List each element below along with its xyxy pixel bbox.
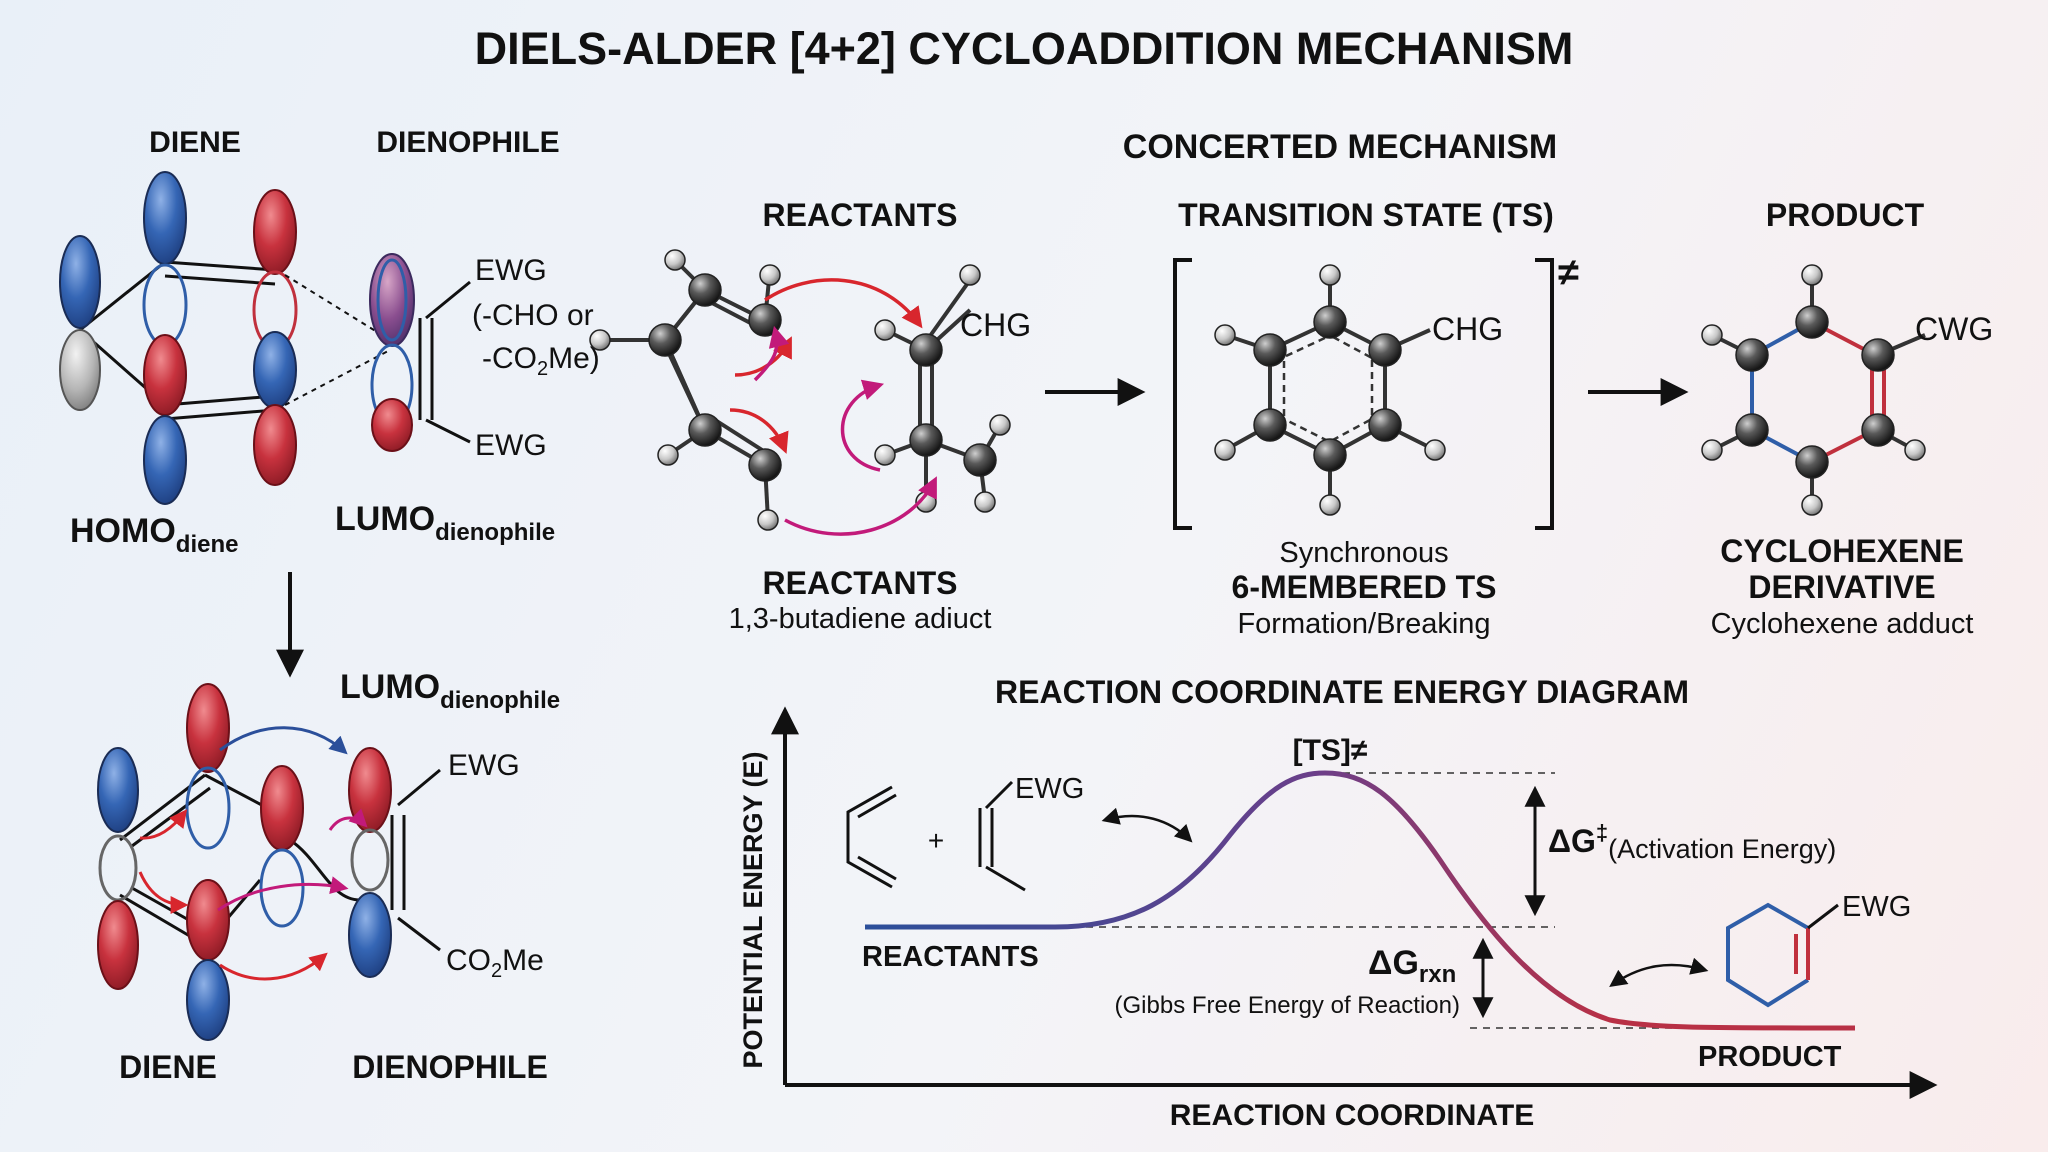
plus-sign: + [928,825,944,856]
orbital-overlap-dashes [284,274,391,406]
lumo-dienophile-orbitals [369,253,415,452]
product-skeletal-structure [1726,902,1839,1008]
bottom-dienophile-label: DIENOPHILE [352,1049,548,1085]
product-energy-label: PRODUCT [1698,1041,1842,1073]
product-caption: Cyclohexene adduct [1711,608,1974,640]
mechanism-heading: CONCERTED MECHANISM [1123,128,1557,166]
product-pointer-arrow [1609,957,1709,988]
bottom-dienophile-frame [390,768,441,952]
bottom-dienophile-orbitals [348,747,392,978]
reactants-heading: REACTANTS [763,197,958,233]
product-ewg-label: EWG [1842,891,1911,923]
ts-double-dagger: ≠ [1558,252,1579,294]
orbital-overlap-panel: LUMOdienophile [97,668,560,1085]
product-caption-bold-1: CYCLOHEXENE [1720,533,1964,569]
ewg-note-line-2: -CO2Me) [482,342,600,380]
ts-chg-label: CHG [1432,311,1503,347]
bottom-ewg-label: EWG [448,749,520,782]
concerted-mechanism: CONCERTED MECHANISM REACTANTS TRANSITION… [589,128,1993,640]
dienophile-heading: DIENOPHILE [376,126,559,159]
bottom-co2me-label: CO2Me [446,944,544,982]
reactants-energy-label: REACTANTS [862,941,1039,973]
ts-caption-bold: 6-MEMBERED TS [1232,569,1497,605]
y-axis-label: POTENTIAL ENERGY (E) [738,751,768,1068]
page-title: DIELS-ALDER [4+2] CYCLOADDITION MECHANIS… [475,23,1574,74]
reactants-caption-bold: REACTANTS [763,565,958,601]
energy-diagram-title: REACTION COORDINATE ENERGY DIAGRAM [995,674,1689,710]
homo-lumo-panel: DIENE DIENOPHILE [59,126,600,558]
energy-curve [865,770,1856,1031]
dg-rxn-note: (Gibbs Free Energy of Reaction) [1115,992,1460,1019]
homo-diene-orbitals [59,171,298,505]
ts-energy-label: [TS]≠ [1293,734,1368,767]
bottom-diene-label: DIENE [119,1049,217,1085]
reactant-skeletal-structures [846,780,1026,892]
product-heading: PRODUCT [1766,197,1925,233]
energy-diagram: REACTION COORDINATE ENERGY DIAGRAM POTEN… [738,674,1938,1132]
ewg-bottom-label: EWG [475,429,547,462]
reactant-chg-label: CHG [960,307,1031,343]
reactant-ewg-label: EWG [1015,773,1084,805]
dg-rxn-label: ΔGrxn [1368,944,1456,988]
homo-diene-label: HOMOdiene [70,512,238,558]
product-molecule: CWG [1701,264,1993,516]
lumo-dienophile-label: LUMOdienophile [335,500,555,546]
reactants-caption: 1,3-butadiene adiuct [729,603,992,635]
ewg-top-label: EWG [475,254,547,287]
transition-state-molecule: ≠ [1173,252,1579,530]
bottom-diene-frame [119,773,361,947]
ts-heading: TRANSITION STATE (TS) [1178,197,1554,233]
product-caption-bold-2: DERIVATIVE [1748,569,1935,605]
dienophile-frame [418,280,471,444]
reactant-pointer-arrow [1101,807,1193,843]
bottom-diene-orbitals [97,683,305,1041]
product-cwg-label: CWG [1915,311,1993,347]
ewg-note-line-1: (-CHO or [472,299,594,332]
diene-heading: DIENE [149,126,241,159]
ts-caption-2: Formation/Breaking [1237,608,1490,640]
ts-caption-1: Synchronous [1279,537,1448,569]
dg-activation-label: ΔG‡(Activation Energy) [1548,820,1836,864]
x-axis-label: REACTION COORDINATE [1170,1099,1534,1132]
reactant-molecules: CHG [589,249,1031,536]
electron-flow-arrows [138,726,368,981]
lumo-dienophile-label-2: LUMOdienophile [340,668,560,714]
